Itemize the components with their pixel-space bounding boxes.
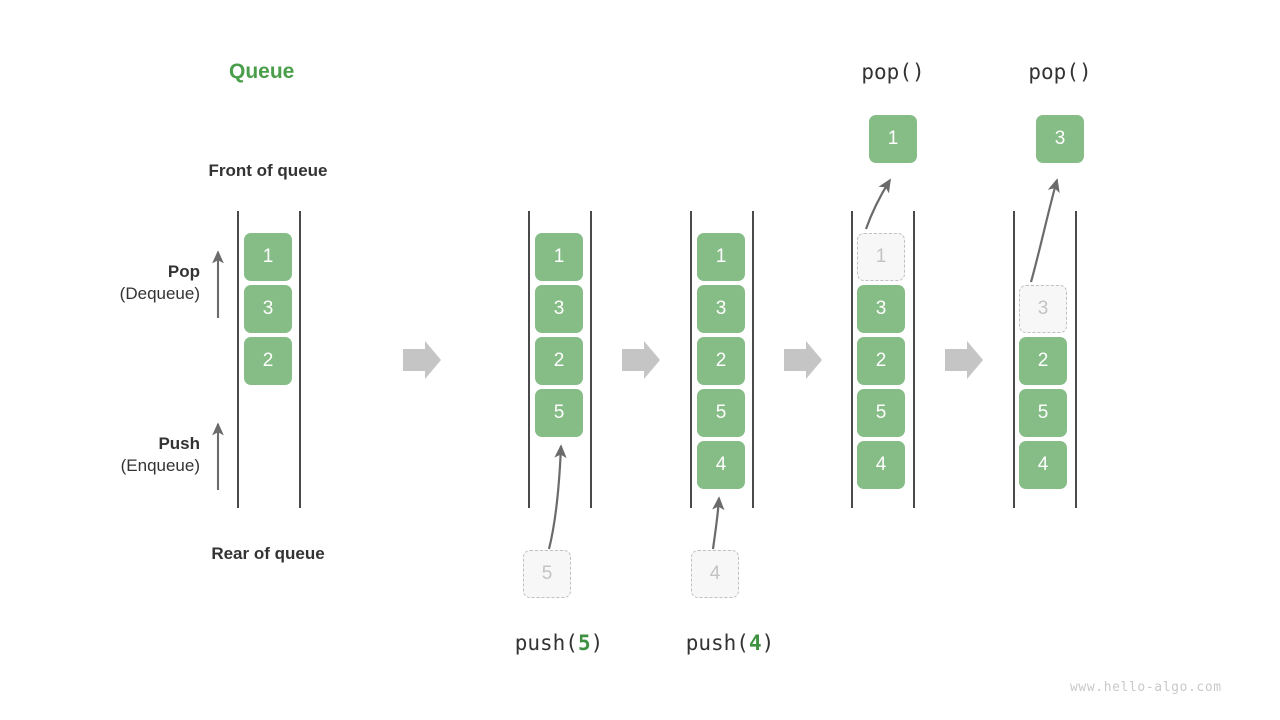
queue-item: 5 bbox=[857, 389, 905, 437]
queue-item: 4 bbox=[1019, 441, 1067, 489]
queue-item: 2 bbox=[697, 337, 745, 385]
watermark: www.hello-algo.com bbox=[1070, 680, 1222, 695]
operation-label-pop-1: pop() bbox=[861, 60, 925, 84]
push-label-line1: Push bbox=[158, 434, 200, 453]
queue-item: 3 bbox=[697, 285, 745, 333]
queue-item-new: 4 bbox=[697, 441, 745, 489]
pop-label-line1: Pop bbox=[167, 262, 200, 281]
queue-item: 3 bbox=[535, 285, 583, 333]
queue-rail-right-col4 bbox=[913, 211, 915, 508]
pop-1-eject-arrow bbox=[864, 178, 891, 230]
push-5-insert-arrow bbox=[547, 444, 567, 550]
pop-dequeue-label: Pop (Dequeue) bbox=[20, 261, 200, 305]
popped-element: 1 bbox=[869, 115, 917, 163]
queue-item: 3 bbox=[857, 285, 905, 333]
queue-rail-left-col3 bbox=[690, 211, 692, 508]
removed-element-ghost: 3 bbox=[1019, 285, 1067, 333]
removed-element-ghost: 1 bbox=[857, 233, 905, 281]
op-prefix: push( bbox=[685, 631, 749, 655]
queue-rail-left-col5 bbox=[1013, 211, 1015, 508]
incoming-element-ghost: 4 bbox=[691, 550, 739, 598]
queue-item: 2 bbox=[244, 337, 292, 385]
op-suffix: ) bbox=[590, 631, 604, 655]
pop-3-eject-arrow bbox=[1029, 178, 1060, 283]
queue-rail-right-col1 bbox=[299, 211, 301, 508]
queue-rail-right-col2 bbox=[590, 211, 592, 508]
queue-item: 3 bbox=[244, 285, 292, 333]
flow-arrow-3 bbox=[784, 341, 822, 379]
operation-label-push-4: push(4) bbox=[655, 631, 805, 655]
op-suffix: ) bbox=[761, 631, 775, 655]
incoming-element-ghost: 5 bbox=[523, 550, 571, 598]
queue-item-new: 5 bbox=[535, 389, 583, 437]
queue-rail-left-col2 bbox=[528, 211, 530, 508]
queue-rail-right-col5 bbox=[1075, 211, 1077, 508]
op-prefix: push( bbox=[514, 631, 578, 655]
operation-label-push-5: push(5) bbox=[484, 631, 634, 655]
rear-of-queue-label: Rear of queue bbox=[211, 544, 325, 563]
queue-item: 1 bbox=[535, 233, 583, 281]
page-title: Queue bbox=[229, 60, 295, 83]
queue-item: 2 bbox=[1019, 337, 1067, 385]
popped-element: 3 bbox=[1036, 115, 1084, 163]
operation-label-pop-3: pop() bbox=[1028, 60, 1092, 84]
queue-item: 1 bbox=[244, 233, 292, 281]
queue-rail-left-col4 bbox=[851, 211, 853, 508]
flow-arrow-1 bbox=[403, 341, 441, 379]
push-label-line2: (Enqueue) bbox=[120, 455, 200, 475]
queue-item: 2 bbox=[857, 337, 905, 385]
push-4-insert-arrow bbox=[711, 496, 725, 550]
queue-rail-left-col1 bbox=[237, 211, 239, 508]
queue-rail-right-col3 bbox=[752, 211, 754, 508]
queue-item: 2 bbox=[535, 337, 583, 385]
flow-arrow-2 bbox=[622, 341, 660, 379]
front-of-queue-label: Front of queue bbox=[208, 161, 328, 180]
queue-item: 4 bbox=[857, 441, 905, 489]
queue-item: 5 bbox=[697, 389, 745, 437]
queue-item: 5 bbox=[1019, 389, 1067, 437]
op-value: 4 bbox=[748, 631, 762, 655]
push-enqueue-label: Push (Enqueue) bbox=[20, 433, 200, 477]
flow-arrow-4 bbox=[945, 341, 983, 379]
op-value: 5 bbox=[577, 631, 591, 655]
queue-item: 1 bbox=[697, 233, 745, 281]
pop-label-line2: (Dequeue) bbox=[119, 283, 200, 303]
